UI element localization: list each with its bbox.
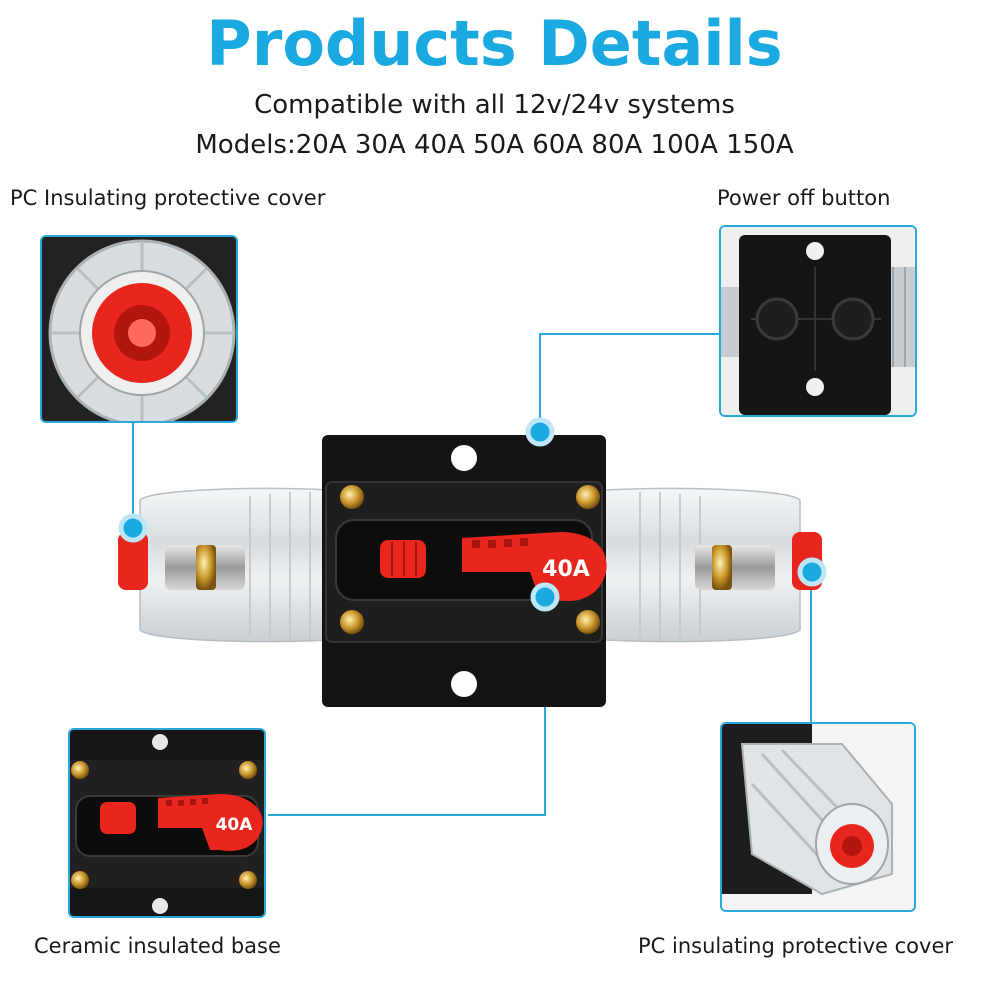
inset-protective-cover-end — [40, 235, 238, 423]
inset-protective-cover-side — [720, 722, 916, 912]
compatibility-text: Compatible with all 12v/24v systems — [254, 90, 735, 120]
inset-rating-label: 40A — [216, 815, 254, 835]
callout-dot-right — [797, 557, 827, 587]
callout-dot-base — [530, 582, 560, 612]
page-title: Products Details — [206, 7, 783, 80]
models-text: Models:20A 30A 40A 50A 60A 80A 100A 150A — [195, 130, 794, 160]
label-power-off-button: Power off button — [717, 186, 891, 210]
callout-dot-top — [525, 417, 555, 447]
label-pc-insulating-cover-bottom: PC insulating protective cover — [638, 934, 953, 958]
label-ceramic-insulated-base: Ceramic insulated base — [34, 934, 281, 958]
inset-power-off-button — [719, 225, 917, 417]
inset-ceramic-insulated-base: 40A — [68, 728, 266, 918]
callout-dot-left — [118, 513, 148, 543]
rating-label: 40A — [542, 557, 590, 582]
label-pc-insulating-cover-top: PC Insulating protective cover — [10, 186, 326, 210]
